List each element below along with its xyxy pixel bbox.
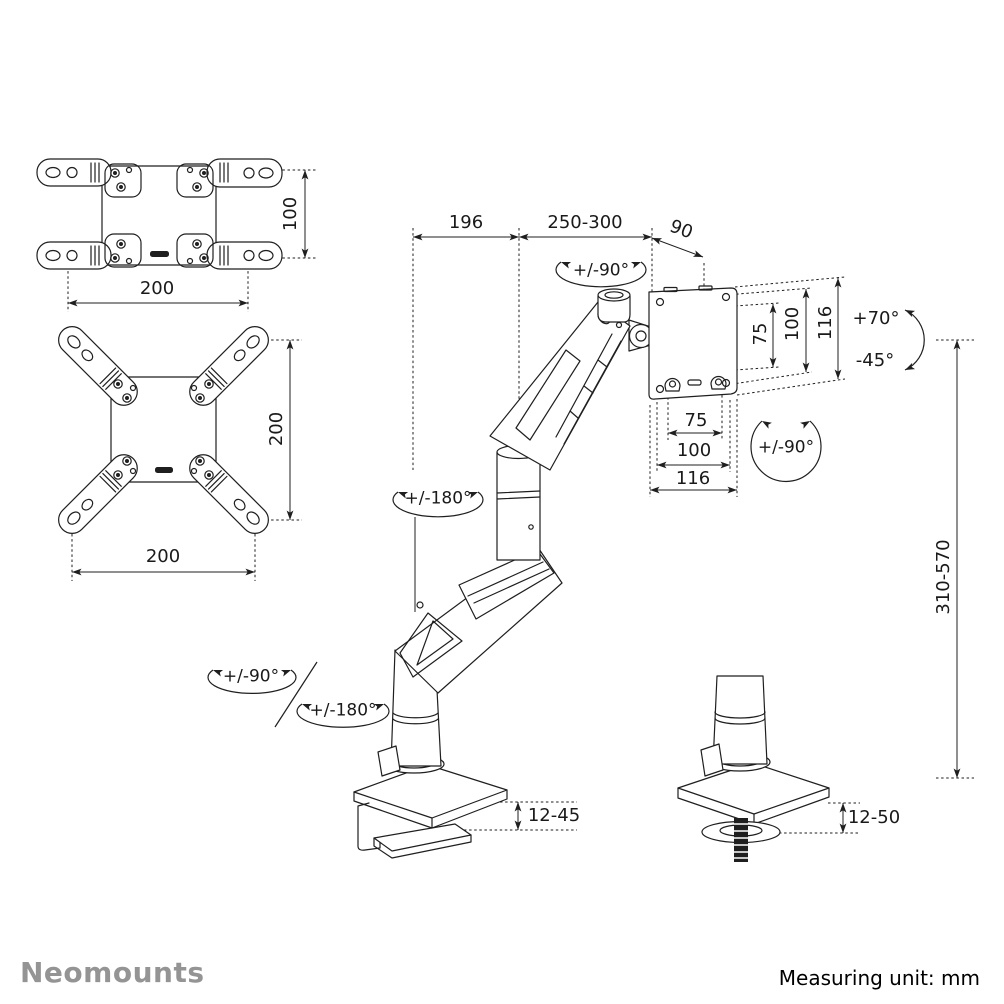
extension-lines: [67, 169, 974, 834]
dim-height-range: 310-570: [933, 539, 954, 615]
monitor-arm-drawing: [353, 285, 738, 859]
dim-clamp-range: 12-45: [527, 805, 581, 826]
tilt-down-label: -45°: [855, 350, 895, 371]
rotation-base: +/-180°: [309, 700, 377, 721]
rotation-head-swivel: +/-90°: [572, 260, 630, 281]
rotation-arrowheads: [211, 258, 916, 711]
rotation-symbols: [207, 261, 925, 728]
neomounts-logo: Neomounts: [20, 956, 205, 989]
measuring-unit-note: Measuring unit: mm: [778, 966, 980, 990]
dim-vesa-v100: 100: [782, 306, 803, 342]
rotation-arm: +/-180°: [404, 488, 472, 509]
dim-grommet-range: 12-50: [847, 807, 901, 828]
dim-vesa-h100: 100: [676, 440, 712, 461]
dim-flat-bracket-width: 200: [139, 278, 175, 299]
dim-arm-reach: 250-300: [547, 212, 623, 233]
dim-arm-depth: 196: [448, 212, 484, 233]
dim-vesa-v75: 75: [750, 322, 771, 346]
dim-vesa-v116: 116: [815, 305, 836, 341]
flat-vesa-bracket-drawing: [36, 158, 283, 270]
dim-x-bracket-height: 200: [266, 411, 287, 447]
dim-flat-bracket-height: 100: [280, 196, 301, 232]
x-vesa-bracket-drawing: [58, 326, 269, 534]
dim-vesa-h75: 75: [684, 410, 708, 431]
dim-x-bracket-width: 200: [145, 546, 181, 567]
dim-vesa-h116: 116: [675, 468, 711, 489]
rotation-vesa: +/-90°: [757, 437, 815, 458]
rotation-base-swivel: +/-90°: [222, 666, 280, 687]
tilt-up-label: +70°: [852, 308, 900, 329]
grommet-pole-drawing: [677, 675, 830, 862]
